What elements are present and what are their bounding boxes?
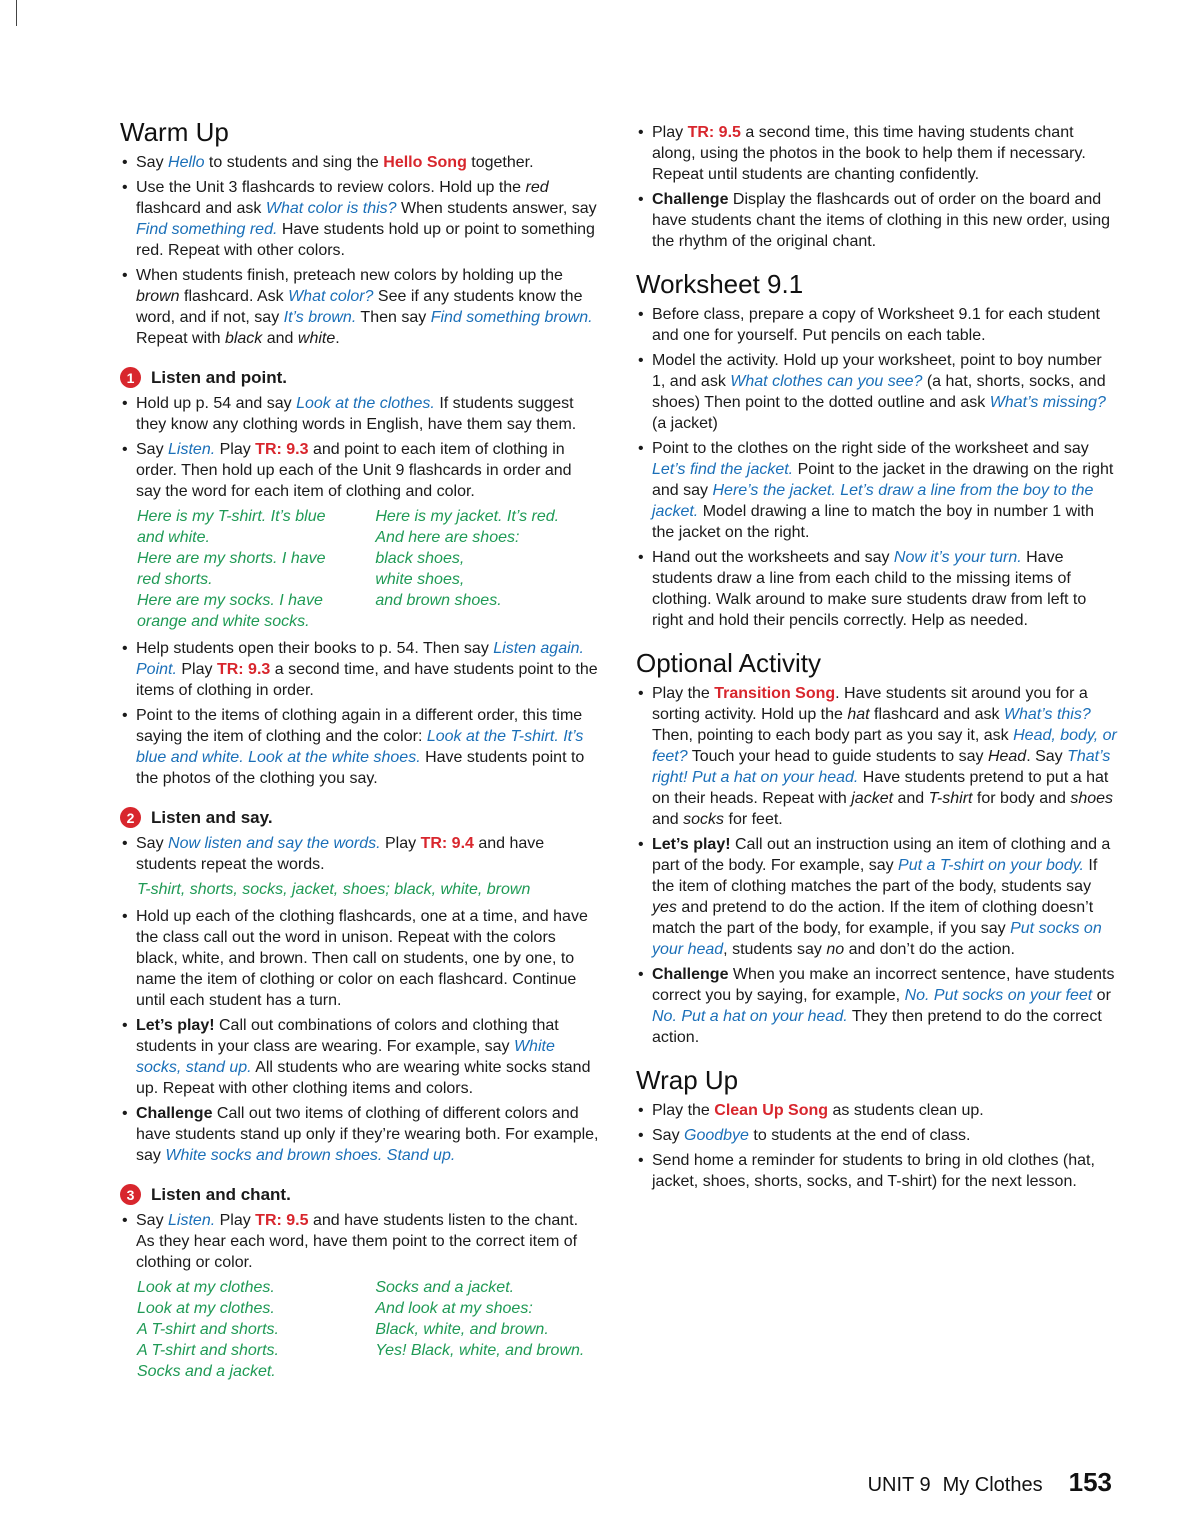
warm-up-heading: Warm Up <box>120 117 229 147</box>
list-item: Say Listen. Play TR: 9.5 and have studen… <box>120 1210 600 1273</box>
list-item: Point to the clothes on the right side o… <box>636 438 1118 543</box>
chant-lyrics: Look at my clothes. Look at my clothes. … <box>120 1277 600 1382</box>
chant-line: red shorts. <box>137 570 213 588</box>
chant-line: black shoes, <box>375 549 465 567</box>
activity-3-continued: Play TR: 9.5 a second time, this time ha… <box>636 122 1118 252</box>
list-item: Point to the items of clothing again in … <box>120 705 600 789</box>
page-number: 153 <box>1068 1467 1112 1497</box>
vocabulary-words: T-shirt, shorts, socks, jacket, shoes; b… <box>137 880 531 898</box>
chant-line: A T-shirt and shorts. <box>137 1341 279 1359</box>
number-badge: 3 <box>120 1184 141 1206</box>
chant-line: And here are shoes: <box>375 528 520 546</box>
page-footer: UNIT 9 My Clothes 153 <box>868 1467 1112 1498</box>
wrap-up-heading: Wrap Up <box>636 1064 739 1095</box>
list-item: Challenge When you make an incorrect sen… <box>636 964 1118 1048</box>
list-item: Let’s play! Call out an instruction usin… <box>636 834 1118 960</box>
list-item: Say Goodbye to students at the end of cl… <box>636 1125 1118 1146</box>
worksheet-section: Worksheet 9.1 Before class, prepare a co… <box>636 269 1118 631</box>
crop-mark <box>16 0 17 26</box>
optional-activity-heading: Optional Activity <box>636 647 821 678</box>
list-item: Say Now listen and say the words. Play T… <box>120 833 600 875</box>
right-column: Play TR: 9.5 a second time, this time ha… <box>636 122 1118 1210</box>
chant-line: A T-shirt and shorts. <box>137 1320 279 1338</box>
chant-line: Here is my T-shirt. It’s blue <box>137 507 326 525</box>
chant-line: And look at my shoes: <box>375 1299 533 1317</box>
list-item: When students finish, preteach new color… <box>120 265 600 349</box>
chant-line: Socks and a jacket. <box>137 1362 276 1380</box>
chant-line: and white. <box>137 528 210 546</box>
list-item: Play the Transition Song. Have students … <box>636 683 1118 830</box>
list-item: Model the activity. Hold up your workshe… <box>636 350 1118 434</box>
footer-unit: UNIT 9 <box>867 1474 931 1496</box>
wrap-up-section: Wrap Up Play the Clean Up Song as studen… <box>636 1064 1118 1192</box>
list-item: Challenge Call out two items of clothing… <box>120 1103 600 1166</box>
list-item: Say Listen. Play TR: 9.3 and point to ea… <box>120 439 600 502</box>
chant-line: white shoes, <box>375 570 465 588</box>
chant-line: and brown shoes. <box>375 591 502 609</box>
list-item: Hold up each of the clothing flashcards,… <box>120 906 600 1011</box>
list-item: Hand out the worksheets and say Now it’s… <box>636 547 1118 631</box>
number-badge: 1 <box>120 367 141 389</box>
chant-line: Here are my shorts. I have <box>137 549 326 567</box>
list-item: Help students open their books to p. 54.… <box>120 638 600 701</box>
list-item: Challenge Display the flashcards out of … <box>636 189 1118 252</box>
worksheet-heading: Worksheet 9.1 <box>636 269 804 299</box>
list-item: Use the Unit 3 flashcards to review colo… <box>120 177 600 261</box>
footer-title: My Clothes <box>942 1474 1043 1496</box>
chant-line: orange and white socks. <box>137 612 310 630</box>
list-item: Play TR: 9.5 a second time, this time ha… <box>636 122 1118 185</box>
warm-up-section: Warm Up Say Hello to students and sing t… <box>120 117 600 349</box>
chant-line: Look at my clothes. <box>137 1299 275 1317</box>
chant-lyrics: Here is my T-shirt. It’s blue and white.… <box>120 506 600 632</box>
list-item: Hold up p. 54 and say Look at the clothe… <box>120 393 600 435</box>
number-badge: 2 <box>120 807 141 829</box>
chant-line: Black, white, and brown. <box>375 1320 549 1338</box>
list-item: Play the Clean Up Song as students clean… <box>636 1100 1118 1121</box>
chant-line: Here is my jacket. It’s red. <box>375 507 560 525</box>
list-item: Before class, prepare a copy of Workshee… <box>636 304 1118 346</box>
list-item: Say Hello to students and sing the Hello… <box>120 152 600 173</box>
optional-activity-section: Optional Activity Play the Transition So… <box>636 647 1118 1048</box>
left-column: Warm Up Say Hello to students and sing t… <box>120 117 600 1400</box>
chant-line: Socks and a jacket. <box>375 1278 515 1296</box>
chant-line: Here are my socks. I have <box>137 591 323 609</box>
chant-line: Yes! Black, white, and brown. <box>375 1341 585 1359</box>
list-item: Send home a reminder for students to bri… <box>636 1150 1118 1192</box>
chant-line: Look at my clothes. <box>137 1278 275 1296</box>
list-item: Let’s play! Call out combinations of col… <box>120 1015 600 1099</box>
